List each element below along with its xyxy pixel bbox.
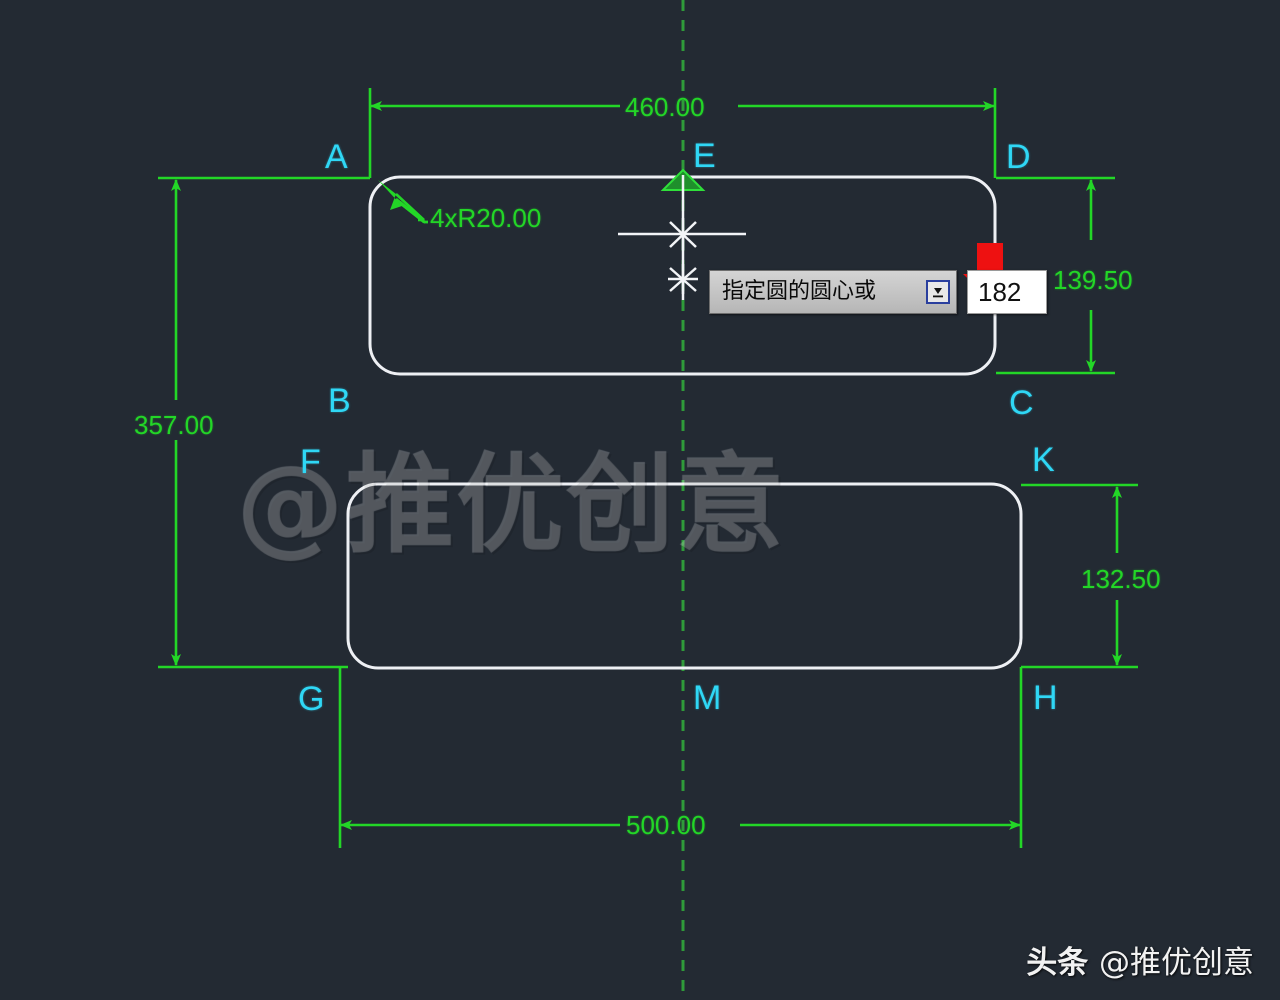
dimension-text-357: 357.00	[134, 410, 214, 440]
point-label-a: A	[325, 138, 348, 176]
dynamic-input-prompt-text: 指定圆的圆心或	[722, 279, 877, 304]
point-label-d: D	[1006, 138, 1031, 176]
point-label-k: K	[1032, 441, 1055, 479]
point-label-c: C	[1009, 384, 1034, 422]
dimension-132-50[interactable]	[1021, 483, 1138, 669]
point-label-g: G	[298, 680, 325, 718]
dimension-text-500: 500.00	[626, 810, 706, 840]
dimension-139-50[interactable]	[996, 176, 1115, 375]
dimension-500[interactable]	[338, 667, 1023, 848]
dimension-text-139-50: 139.50	[1053, 265, 1133, 295]
dynamic-input-value-field[interactable]: 182	[967, 270, 1047, 314]
watermark-handle: @推优创意	[1099, 945, 1254, 981]
crosshair-cursor	[618, 218, 746, 250]
dimension-text-460: 460.00	[625, 92, 705, 122]
leader-label-fillet: 4xR20.00	[430, 203, 542, 233]
point-label-f: F	[300, 443, 321, 481]
point-label-m: M	[693, 679, 722, 717]
point-label-b: B	[328, 382, 351, 420]
leader-fillet-radius[interactable]	[378, 180, 428, 224]
point-label-e: E	[693, 137, 716, 175]
bottom-rounded-rectangle[interactable]	[346, 482, 1023, 670]
watermark-corner: 头条 @推优创意	[1026, 937, 1254, 982]
chevron-down-icon[interactable]	[926, 280, 950, 304]
dimension-460[interactable]	[368, 88, 997, 178]
dimension-text-132-50: 132.50	[1081, 564, 1161, 594]
tracking-snap-asterisk	[668, 264, 698, 294]
point-label-h: H	[1033, 679, 1058, 717]
dimension-357[interactable]	[158, 176, 370, 669]
dynamic-input-prompt[interactable]: 指定圆的圆心或	[709, 270, 957, 314]
watermark-brand: 头条	[1026, 945, 1089, 981]
dynamic-input-value: 182	[978, 277, 1022, 307]
